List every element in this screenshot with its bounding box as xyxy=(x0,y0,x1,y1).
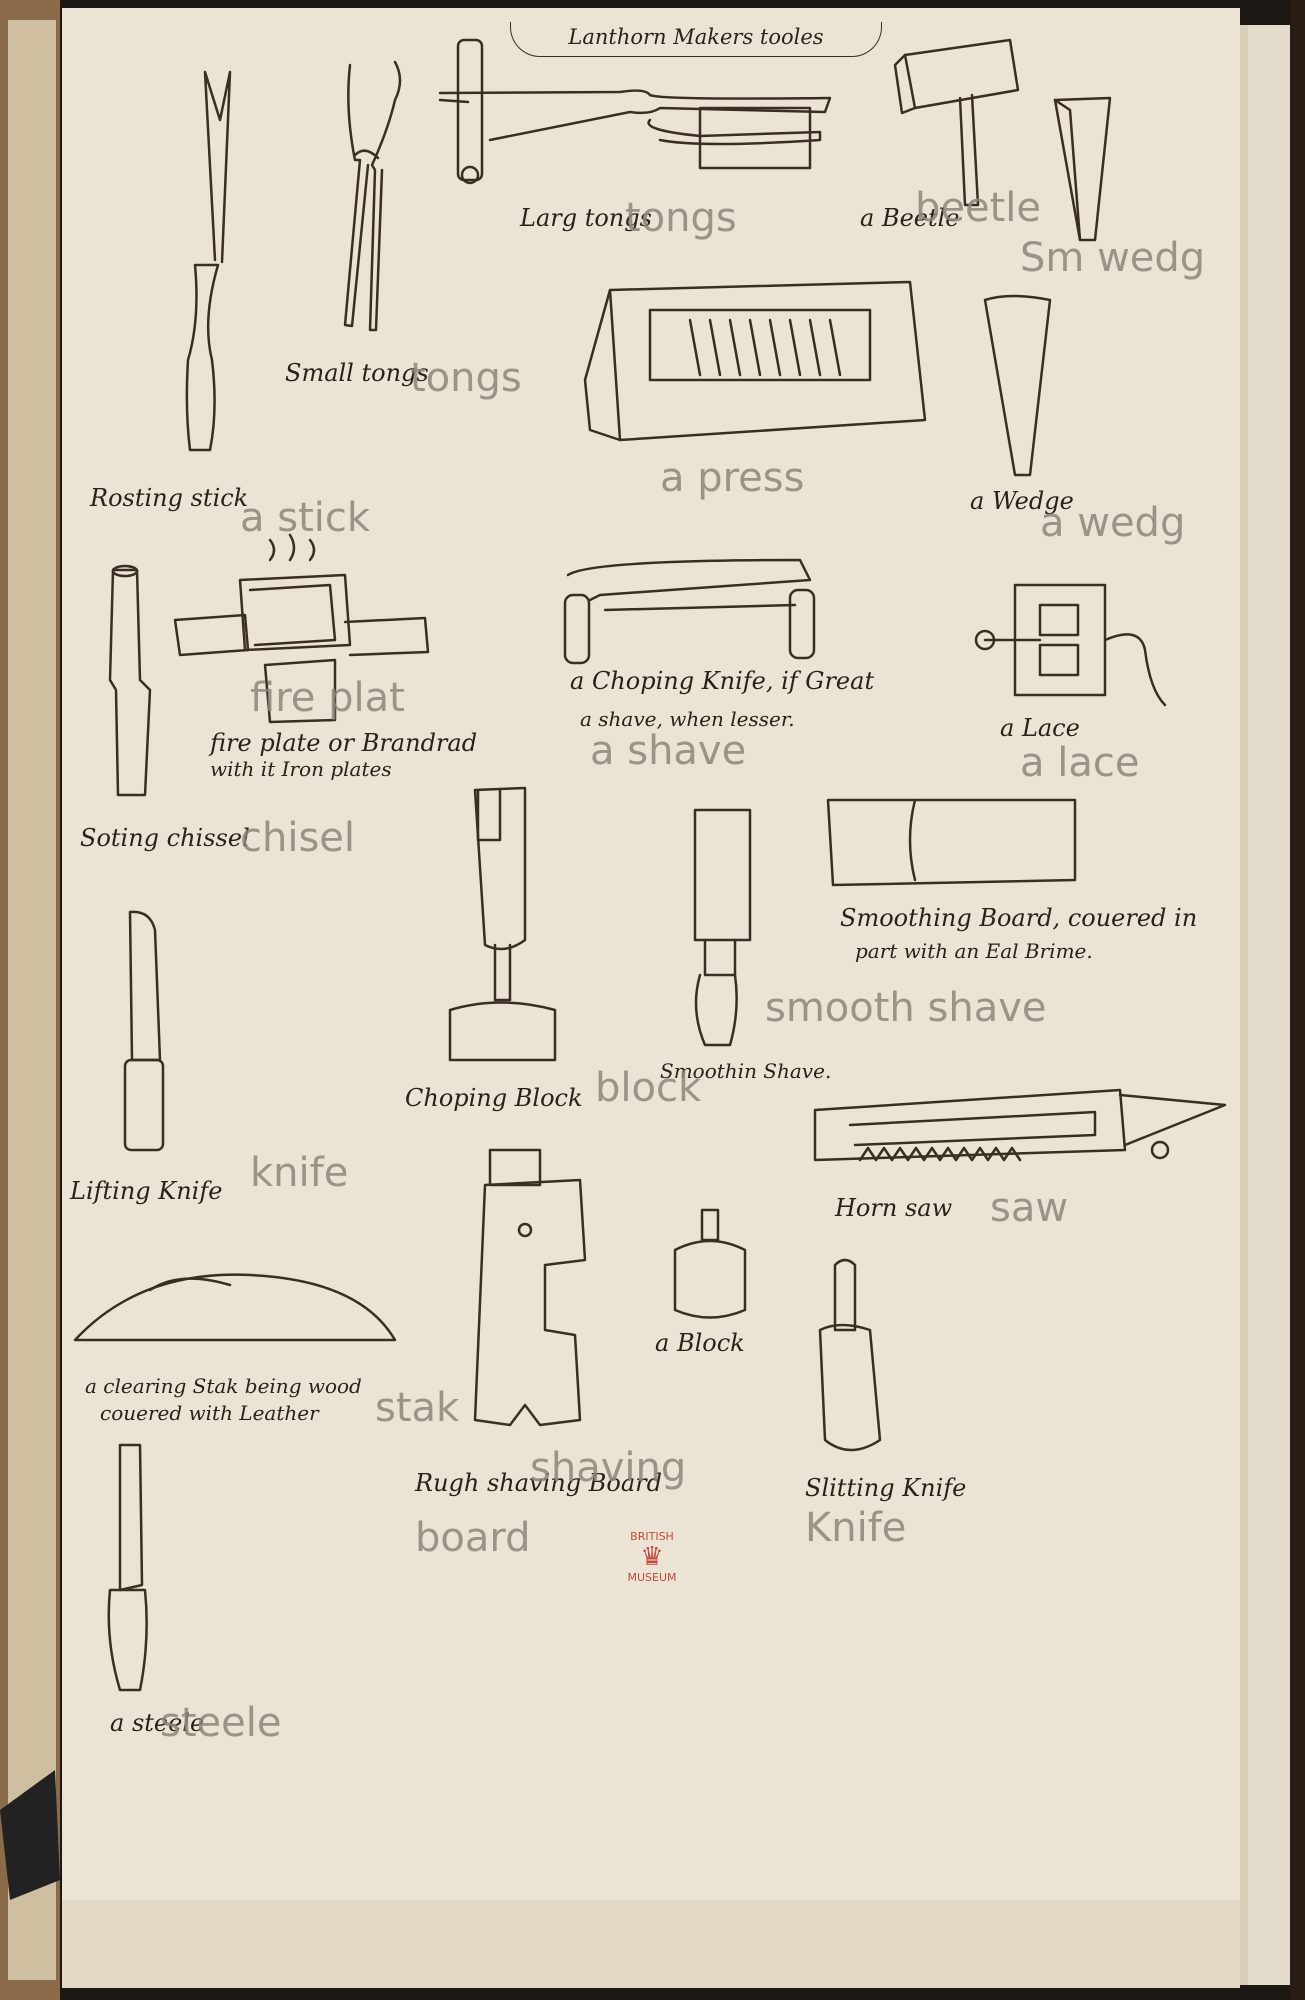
pencil-gloss-tongs: tongs xyxy=(410,355,522,401)
pencil-gloss-shaving: shaving xyxy=(530,1445,687,1491)
label-wedge: a Wedge xyxy=(970,487,1074,515)
rugh-shaving-board-drawing xyxy=(473,1148,587,1427)
label-fire-plate: fire plate or Brandrad xyxy=(210,729,478,757)
label-small-tongs: Small tongs xyxy=(285,359,429,387)
label-steele: a steele xyxy=(110,1709,205,1737)
label-beetle: a Beetle xyxy=(860,204,960,232)
chopping-block-drawing xyxy=(448,786,557,1062)
pencil-gloss-fire-plat: fire plat xyxy=(250,675,405,721)
label-rugh-shaving-board: Rugh shaving Board xyxy=(415,1469,662,1497)
label-horn-saw: Horn saw xyxy=(835,1194,953,1222)
pencil-gloss-sm-wedg: Sm wedg xyxy=(1020,235,1206,281)
small-tongs-drawing xyxy=(343,60,402,332)
label-clearing-stake: a clearing Stak being wood xyxy=(85,1374,362,1398)
pencil-gloss-board: board xyxy=(415,1515,531,1561)
pencil-gloss-wedg: a wedg xyxy=(1040,500,1186,546)
rosting-stick-drawing xyxy=(185,70,232,452)
page-title: Lanthorn Makers tooles xyxy=(510,22,882,57)
label-slitting-knife: Slitting Knife xyxy=(805,1474,967,1502)
horn-saw-drawing xyxy=(813,1088,1227,1162)
pencil-gloss-beetle: beetle xyxy=(915,185,1042,231)
pencil-gloss-knife-2: Knife xyxy=(805,1505,907,1551)
pencil-gloss-stick: a stick xyxy=(240,495,371,541)
clearing-stake-drawing xyxy=(73,1273,397,1342)
label-chopping-knife: a Choping Knife, if Great xyxy=(570,667,875,695)
label-block: a Block xyxy=(655,1329,745,1357)
pencil-gloss-shave: a shave xyxy=(590,728,747,774)
lace-drawing xyxy=(974,583,1167,707)
pencil-gloss-steele: steele xyxy=(160,1700,282,1746)
lifting-knife-drawing xyxy=(123,910,165,1152)
label-lifting-knife: Lifting Knife xyxy=(70,1177,223,1205)
pencil-gloss-press: a press xyxy=(660,455,805,501)
label-chopping-block: Choping Block xyxy=(405,1084,583,1112)
press-drawing xyxy=(583,280,927,442)
slitting-knife-drawing xyxy=(818,1258,882,1452)
library-stamp: BRITISH ♛ MUSEUM xyxy=(612,1530,692,1584)
pencil-gloss-stak: stak xyxy=(375,1385,460,1431)
label-smoothing-board: Smoothing Board, couered in xyxy=(840,904,1198,932)
fire-plate-drawing xyxy=(173,533,430,724)
steele-drawing xyxy=(107,1443,148,1692)
label-rosting-stick: Rosting stick xyxy=(90,484,249,512)
label-smoothing-board-2: part with an Eal Brime. xyxy=(855,939,1093,963)
chopping-knife-drawing xyxy=(563,558,816,665)
pencil-gloss-smooth-shave: smooth shave xyxy=(765,985,1047,1031)
pencil-gloss-tongs-2: tongs xyxy=(625,195,737,241)
large-wedge-drawing xyxy=(983,294,1052,477)
label-large-tongs: Larg tongs xyxy=(520,204,652,232)
pencil-gloss-lace: a lace xyxy=(1020,740,1140,786)
pencil-gloss-block: block xyxy=(595,1065,702,1111)
label-soting-chissel: Soting chissel xyxy=(80,824,250,852)
label-lace: a Lace xyxy=(1000,714,1080,742)
pencil-gloss-chisel: chisel xyxy=(240,815,356,861)
smoothing-shave-drawing xyxy=(693,808,752,1047)
stamp-line-1: BRITISH xyxy=(630,1530,674,1543)
stamp-line-2: MUSEUM xyxy=(627,1571,677,1585)
block-drawing xyxy=(673,1208,747,1319)
crown-icon: ♛ xyxy=(640,1542,664,1573)
large-tongs-drawing xyxy=(438,38,832,185)
label-fire-plate-2: with it Iron plates xyxy=(210,757,392,781)
small-wedge-drawing xyxy=(1053,96,1112,242)
beetle-drawing xyxy=(893,38,1020,207)
smoothing-board-drawing xyxy=(826,798,1077,887)
pencil-gloss-saw: saw xyxy=(990,1185,1069,1231)
label-smoothing-shave: Smoothin Shave. xyxy=(660,1059,832,1083)
label-clearing-stake-2: couered with Leather xyxy=(100,1401,319,1425)
label-chopping-knife-2: a shave, when lesser. xyxy=(580,707,795,731)
pencil-gloss-knife: knife xyxy=(250,1150,349,1196)
soting-chissel-drawing xyxy=(108,564,152,797)
